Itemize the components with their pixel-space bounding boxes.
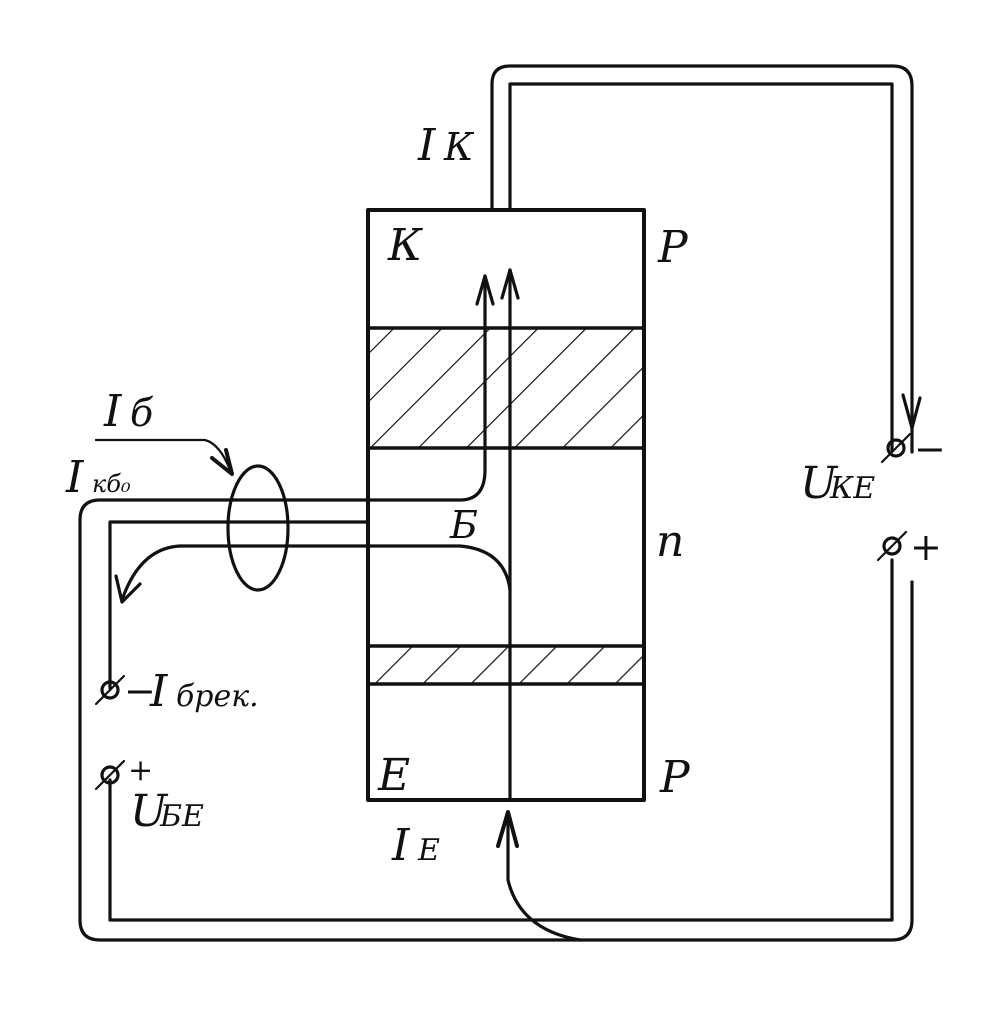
main-current-path	[500, 268, 520, 802]
svg-text:U: U	[130, 786, 169, 837]
emitter-feed-line	[506, 810, 582, 942]
collector-lead-arrow	[901, 393, 922, 430]
svg-text:−: −	[124, 669, 156, 713]
recombination-terminal	[94, 674, 126, 706]
svg-text:К: К	[443, 125, 475, 169]
ube-voltage-label: U БЕ	[130, 786, 204, 837]
svg-text:−: −	[914, 427, 946, 471]
emitter-letter: Е	[377, 750, 410, 801]
svg-text:U: U	[800, 458, 839, 509]
collector-letter: К	[387, 220, 423, 271]
transistor-body	[366, 208, 646, 802]
crystal-outline	[366, 208, 646, 802]
recombination-current-label: − I брек.	[124, 666, 259, 717]
svg-text:БЕ: БЕ	[159, 799, 204, 834]
base-lead	[108, 520, 512, 690]
collector-lead	[490, 64, 922, 454]
base-type-label: n	[656, 516, 684, 567]
ube-plus-terminal: +	[94, 753, 153, 791]
emitter-type-label: P	[659, 752, 691, 803]
svg-text:кб₀: кб₀	[92, 470, 131, 498]
svg-text:I: I	[65, 452, 85, 503]
svg-text:брек.: брек.	[176, 679, 259, 714]
svg-text:I: I	[149, 666, 169, 717]
base-current-label: I б	[103, 386, 154, 437]
svg-text:б: б	[130, 391, 154, 435]
svg-text:+: +	[910, 525, 942, 569]
kb0-current-arrow	[475, 274, 495, 306]
emitter-current-label: I Е	[391, 820, 440, 871]
collector-current-label: I К	[417, 120, 475, 171]
uke-minus-terminal: −	[880, 427, 946, 471]
svg-text:I: I	[103, 386, 123, 437]
recombination-current-path	[120, 544, 512, 602]
emitter-return-circuit	[78, 518, 914, 942]
uke-plus-terminal: +	[876, 525, 942, 569]
kb0-current-label: I кб₀	[65, 452, 131, 503]
svg-text:I: I	[391, 820, 411, 871]
emitter-current-arrow	[496, 810, 519, 848]
svg-text:I: I	[417, 120, 437, 171]
svg-text:КЕ: КЕ	[829, 471, 875, 506]
base-current-arrow	[210, 448, 234, 476]
main-current-arrow	[500, 268, 520, 300]
uke-voltage-label: U КЕ	[800, 458, 875, 509]
base-current-ellipse	[226, 464, 290, 592]
base-current-pointer	[94, 438, 290, 592]
svg-text:Е: Е	[417, 833, 440, 868]
collector-type-label: P	[657, 222, 689, 273]
svg-text:+: +	[128, 753, 153, 788]
base-letter: Б	[449, 503, 478, 547]
kb0-current-path	[78, 274, 495, 522]
collector-junction-depletion	[366, 326, 646, 450]
recombination-current-arrow	[114, 574, 142, 604]
emitter-junction-depletion	[366, 644, 646, 686]
